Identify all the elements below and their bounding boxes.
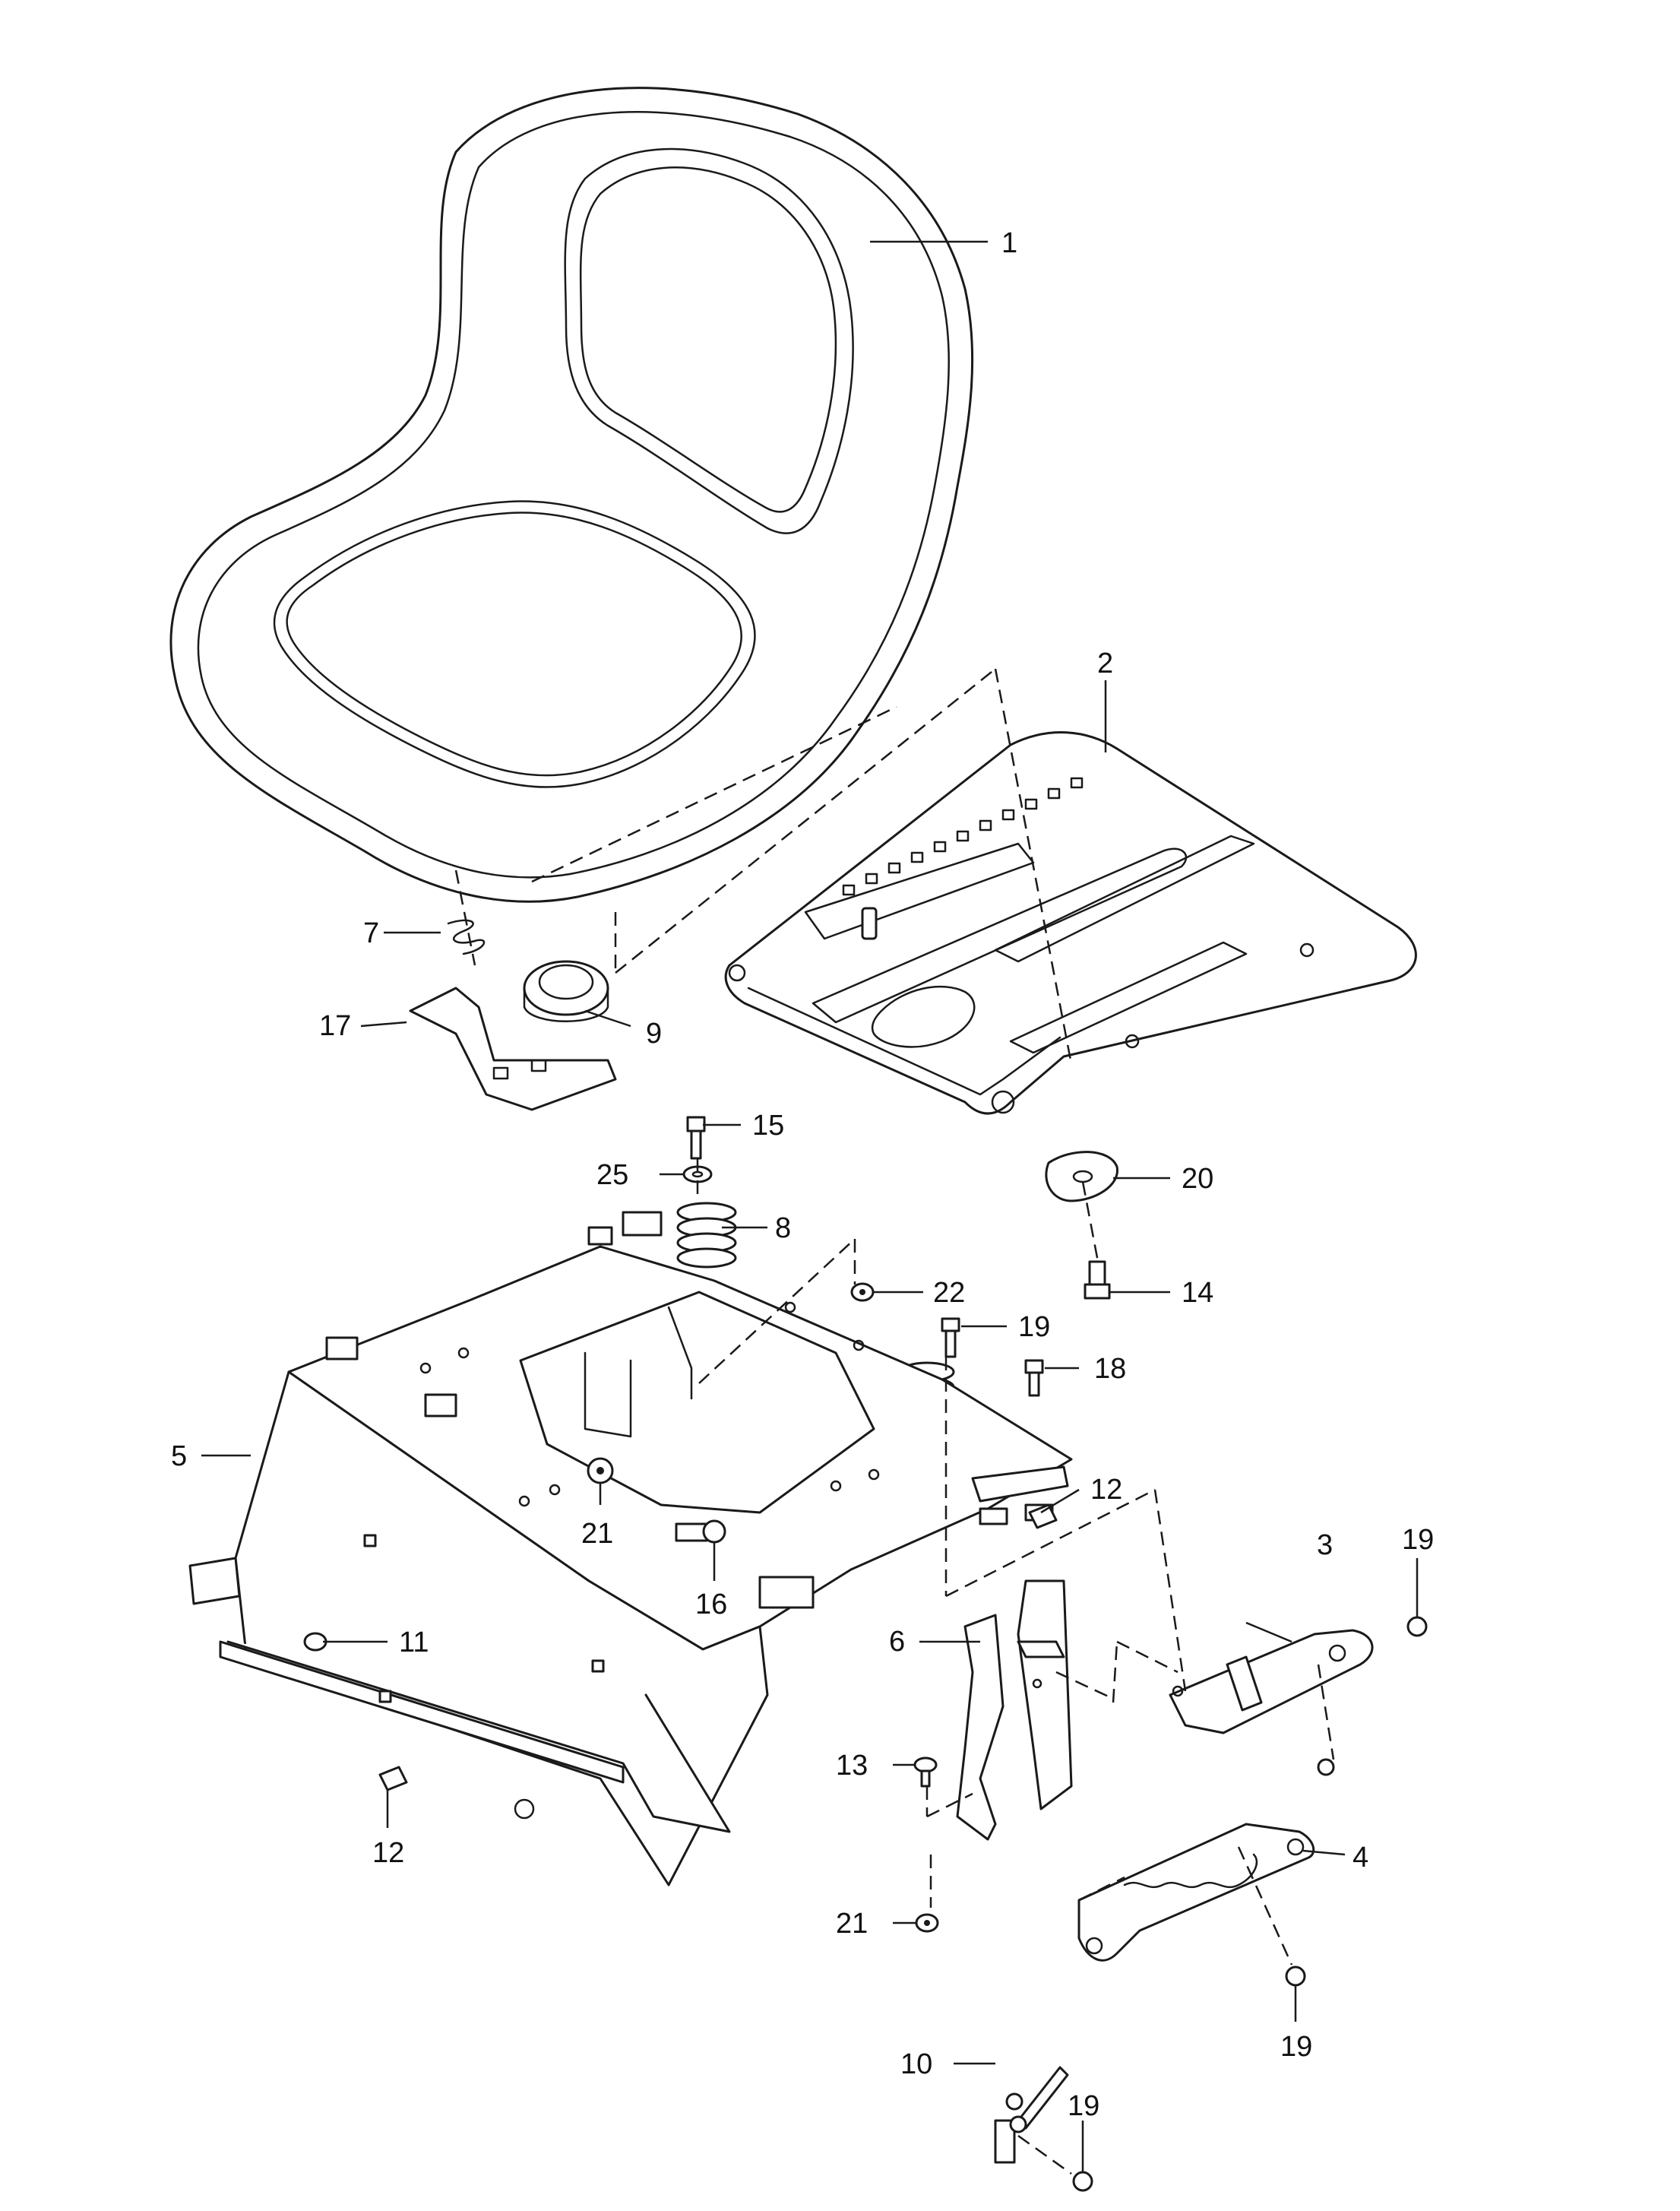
spring-front (676, 1202, 737, 1269)
plug (303, 1632, 327, 1652)
seat-base-frame (188, 1211, 1073, 1886)
callout-19b: 19 (1402, 1524, 1434, 1556)
adjustment-rail (1077, 1823, 1315, 1962)
seat-pan (724, 731, 1417, 1115)
callout-19c: 19 (1280, 2031, 1312, 2063)
track-bracket (1169, 1629, 1374, 1734)
callout-labels: 1 2 3 4 5 6 7 8 9 10 11 12 12 13 14 15 1… (171, 227, 1434, 2122)
pin (913, 1756, 938, 1788)
callout-21a: 21 (581, 1518, 613, 1550)
nut-22 (850, 1282, 875, 1302)
link-rod (994, 2066, 1069, 2164)
nut-21-lower (915, 1913, 939, 1933)
callout-10: 10 (900, 2048, 932, 2080)
leader-lines (201, 240, 1419, 2172)
callout-4: 4 (1353, 1842, 1368, 1874)
callout-19d: 19 (1068, 2090, 1099, 2122)
bolt-19-rail (1285, 1966, 1306, 1987)
bolt-15 (686, 1116, 706, 1160)
callout-2: 2 (1097, 648, 1113, 679)
callout-6: 6 (889, 1626, 905, 1658)
callout-11: 11 (399, 1627, 429, 1658)
side-bracket (956, 1579, 1073, 1841)
bolt-10-side (1005, 2092, 1024, 2111)
callout-13: 13 (836, 1750, 868, 1782)
callout-17: 17 (319, 1010, 351, 1042)
bolt-3-side (1317, 1758, 1335, 1776)
callout-9: 9 (646, 1018, 662, 1050)
callout-3: 3 (1317, 1529, 1333, 1561)
callout-7: 7 (363, 917, 379, 949)
callout-16: 16 (695, 1589, 727, 1620)
callout-12a: 12 (1090, 1474, 1122, 1506)
callout-22: 22 (933, 1277, 965, 1309)
pivot-bolt (1084, 1260, 1111, 1300)
callout-5: 5 (171, 1440, 187, 1472)
callout-19a: 19 (1018, 1311, 1050, 1343)
switch-bracket (409, 987, 617, 1111)
bolt-19-bottom (1072, 2171, 1093, 2192)
callout-25: 25 (596, 1159, 628, 1191)
bolt-19-upper (941, 1317, 960, 1358)
pivot-washer (1045, 1151, 1118, 1202)
bolt-18 (1024, 1359, 1044, 1397)
callout-1: 1 (1001, 227, 1017, 259)
callout-8: 8 (775, 1212, 791, 1244)
seat (169, 87, 974, 903)
seat-switch (523, 960, 609, 1022)
callout-18: 18 (1094, 1353, 1126, 1385)
clip-12-right (1028, 1503, 1058, 1529)
callout-20: 20 (1182, 1163, 1213, 1195)
callout-14: 14 (1182, 1277, 1213, 1309)
callout-12b: 12 (372, 1837, 404, 1869)
nut-21-upper (587, 1457, 614, 1484)
callout-15: 15 (752, 1110, 784, 1142)
assembly-lines (454, 668, 1335, 2175)
adjustment-slots (842, 777, 1084, 896)
bolt-19-right (1406, 1616, 1428, 1637)
clip-12-bottom (378, 1766, 408, 1791)
bolt-16 (675, 1519, 726, 1544)
spring-clip (447, 919, 486, 955)
callout-21b: 21 (836, 1908, 868, 1940)
